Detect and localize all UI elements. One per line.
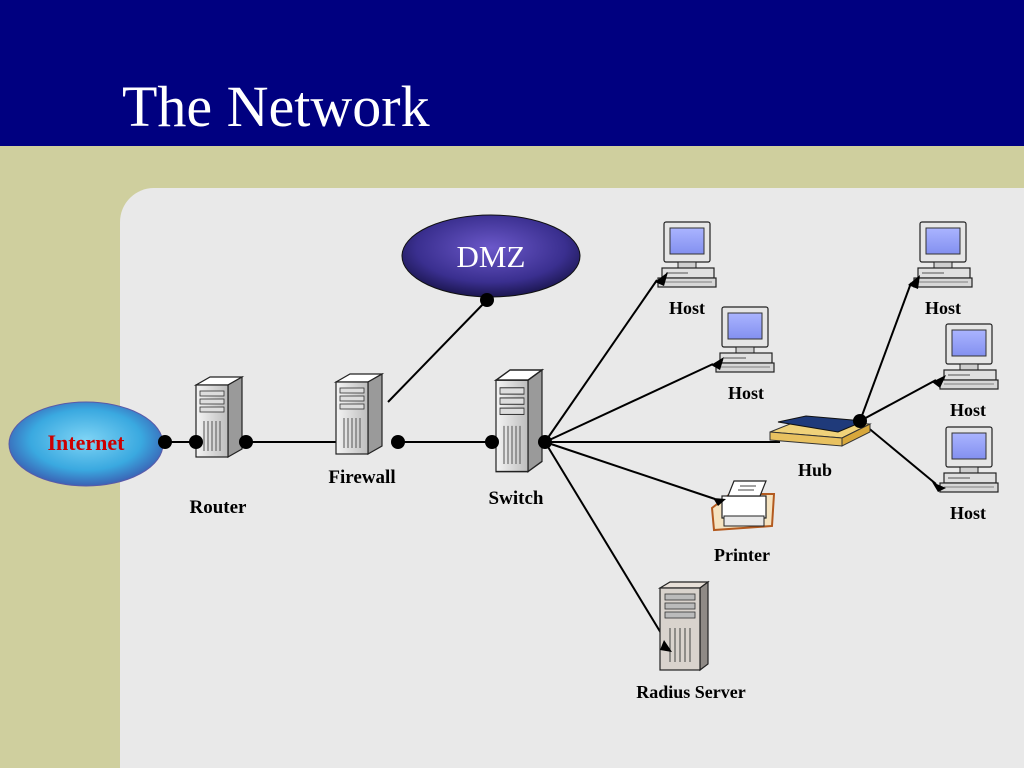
arrow-head xyxy=(711,357,724,370)
host-label-3: Host xyxy=(925,298,961,318)
link-endpoint xyxy=(853,414,867,428)
server-tower-icon xyxy=(195,376,243,458)
link-endpoint xyxy=(391,435,405,449)
connections xyxy=(163,279,937,644)
arrow-head xyxy=(932,482,946,492)
link-endpoint xyxy=(538,435,552,449)
desktop-computer-icon xyxy=(657,221,717,288)
desktop-computer-icon xyxy=(715,306,775,373)
switch-label: Switch xyxy=(489,488,544,509)
hub-label: Hub xyxy=(798,460,832,480)
dmz-label: DMZ xyxy=(457,239,526,274)
arrow-head xyxy=(932,375,946,388)
link-endpoint xyxy=(485,435,499,449)
hub-node: Hub xyxy=(769,415,872,480)
printer-label: Printer xyxy=(714,545,770,565)
link-hub-host-3 xyxy=(859,282,912,422)
link-switch-radius-server xyxy=(544,441,668,644)
arrow-heads xyxy=(655,272,946,652)
desktop-computer-icon xyxy=(913,221,973,288)
firewall-node: Firewall xyxy=(328,373,396,488)
dmz-node: DMZ xyxy=(401,214,581,298)
desktop-computer-icon xyxy=(939,426,999,493)
switch-node: Switch xyxy=(489,369,544,509)
host-node-4: Host xyxy=(939,323,999,420)
link-endpoint xyxy=(189,435,203,449)
host-node-2: Host xyxy=(715,306,775,403)
firewall-label: Firewall xyxy=(328,467,395,488)
radius-server-label: Radius Server xyxy=(636,682,746,702)
slide-title: The Network xyxy=(122,74,430,139)
link-endpoint xyxy=(239,435,253,449)
link-hub-host-5 xyxy=(859,420,937,485)
host-label-4: Host xyxy=(950,400,986,420)
arrow-head xyxy=(908,275,920,289)
server-tower-icon xyxy=(335,373,383,455)
link-switch-host-2 xyxy=(544,363,714,443)
link-endpoint xyxy=(480,293,494,307)
hub-icon xyxy=(769,415,872,447)
title-bar: The Network xyxy=(0,0,1024,146)
arrow-head xyxy=(660,640,672,652)
internet-label: Internet xyxy=(48,430,126,455)
internet-node: Internet xyxy=(8,401,164,487)
server-tower-icon xyxy=(657,580,710,672)
printer-node: Printer xyxy=(710,480,776,565)
router-label: Router xyxy=(190,497,248,518)
arrow-head xyxy=(655,272,668,286)
host-node-5: Host xyxy=(939,426,999,523)
host-node-3: Host xyxy=(913,221,973,318)
radius-server-node: Radius Server xyxy=(636,580,746,702)
host-node-1: Host xyxy=(657,221,717,318)
desktop-computer-icon xyxy=(939,323,999,390)
content-panel xyxy=(120,188,1024,768)
link-endpoint xyxy=(158,435,172,449)
host-label-5: Host xyxy=(950,503,986,523)
link-switch-host-1 xyxy=(544,279,658,443)
arrow-head xyxy=(713,498,726,506)
server-tower-icon xyxy=(495,369,543,473)
host-label-1: Host xyxy=(669,298,705,318)
link-hub-host-4 xyxy=(859,379,937,422)
host-label-2: Host xyxy=(728,383,764,403)
printer-icon xyxy=(710,480,776,532)
link-switch-printer xyxy=(544,441,716,500)
link-firewall-dmz xyxy=(387,299,488,403)
router-node: Router xyxy=(190,376,248,518)
